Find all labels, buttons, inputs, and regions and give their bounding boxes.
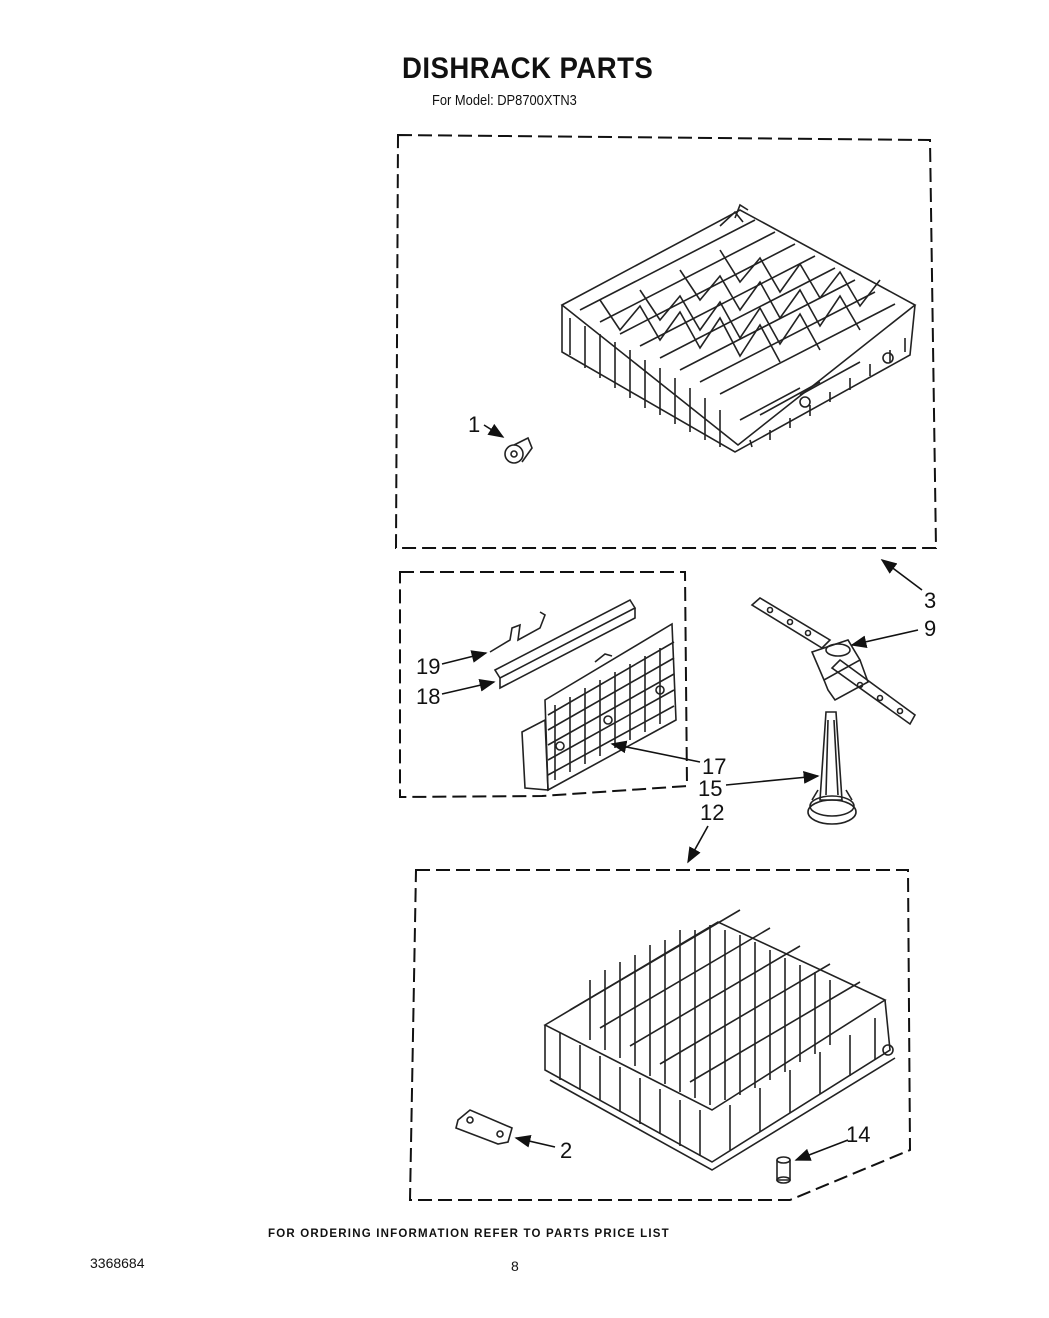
lower-rack-boundary xyxy=(408,869,912,1201)
upper-rack-boundary xyxy=(394,133,938,549)
callout-3: 3 xyxy=(924,588,936,613)
callout-18: 18 xyxy=(416,684,440,709)
page-number: 8 xyxy=(511,1258,519,1274)
spray-arm-drawing xyxy=(750,597,917,726)
model-subtitle: For Model: DP8700XTN3 xyxy=(432,92,577,109)
screen-assembly-drawing xyxy=(489,598,677,792)
callout-19: 19 xyxy=(416,654,440,679)
callout-15: 15 xyxy=(698,776,722,801)
callout-12: 12 xyxy=(700,800,724,825)
rack-stud-part xyxy=(776,1156,791,1184)
rack-bumper-part xyxy=(455,1109,513,1145)
callout-2: 2 xyxy=(560,1138,572,1163)
middle-parts-boundary xyxy=(399,571,689,799)
callout-9: 9 xyxy=(924,616,936,641)
callout-17: 17 xyxy=(702,754,726,779)
ordering-note: FOR ORDERING INFORMATION REFER TO PARTS … xyxy=(268,1228,670,1240)
callout-1: 1 xyxy=(468,412,480,437)
leader-lines xyxy=(441,423,923,1161)
page-title: DISHRACK PARTS xyxy=(402,52,654,85)
callout-14: 14 xyxy=(846,1122,870,1147)
rack-roller-part xyxy=(504,436,533,464)
upper-rack-drawing xyxy=(560,203,917,453)
document-number: 3368684 xyxy=(90,1255,145,1271)
lower-rack-drawing xyxy=(543,909,896,1171)
spray-arm-support-drawing xyxy=(807,711,857,825)
